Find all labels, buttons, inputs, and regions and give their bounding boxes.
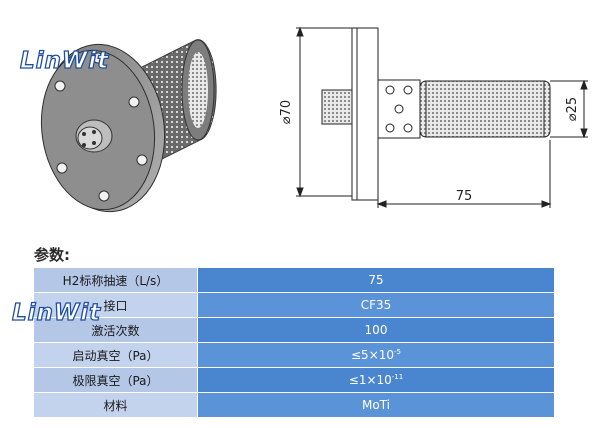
param-value-exponent: -5	[394, 348, 401, 356]
params-heading: 参数:	[34, 246, 70, 264]
dim-length: 75	[456, 189, 473, 204]
param-label: H2标称抽速（L/s）	[33, 267, 198, 293]
param-value-exponent: -11	[391, 373, 404, 381]
brand-logo: LinWit	[19, 48, 110, 74]
pump-technical-drawing	[296, 26, 588, 208]
table-row: 启动真空（Pa） ≤5×10-5	[33, 342, 555, 368]
table-row: 极限真空（Pa） ≤1×10-11	[33, 367, 555, 393]
param-value-base: ≤1×10	[348, 373, 392, 387]
dim-diameter-pump: ⌀25	[565, 97, 580, 121]
param-label: 激活次数	[33, 317, 198, 343]
param-label: 极限真空（Pa）	[33, 367, 198, 393]
param-value: ≤1×10-11	[197, 367, 555, 393]
param-value: 100	[197, 317, 555, 343]
pump-drawings: ⌀70 ⌀25 75	[40, 26, 588, 213]
table-row: H2标称抽速（L/s） 75	[33, 267, 555, 293]
param-value: 75	[197, 267, 555, 293]
param-value: MoTi	[197, 392, 555, 418]
table-row: 材料 MoTi	[33, 392, 555, 418]
param-label: 接口	[33, 292, 198, 318]
param-value: CF35	[197, 292, 555, 318]
param-label: 启动真空（Pa）	[33, 342, 198, 368]
table-row: 激活次数 100	[33, 317, 555, 343]
param-label: 材料	[33, 392, 198, 418]
brand-logo-watermark: LinWit	[11, 300, 102, 326]
pump-3d-render	[40, 39, 217, 213]
param-value-base: ≤5×10	[351, 348, 395, 362]
dim-diameter-flange: ⌀70	[279, 100, 294, 124]
param-value: ≤5×10-5	[197, 342, 555, 368]
table-row: 接口 CF35	[33, 292, 555, 318]
param-table: H2标称抽速（L/s） 75 接口 CF35 激活次数 100 启动真空（Pa）…	[33, 267, 555, 418]
